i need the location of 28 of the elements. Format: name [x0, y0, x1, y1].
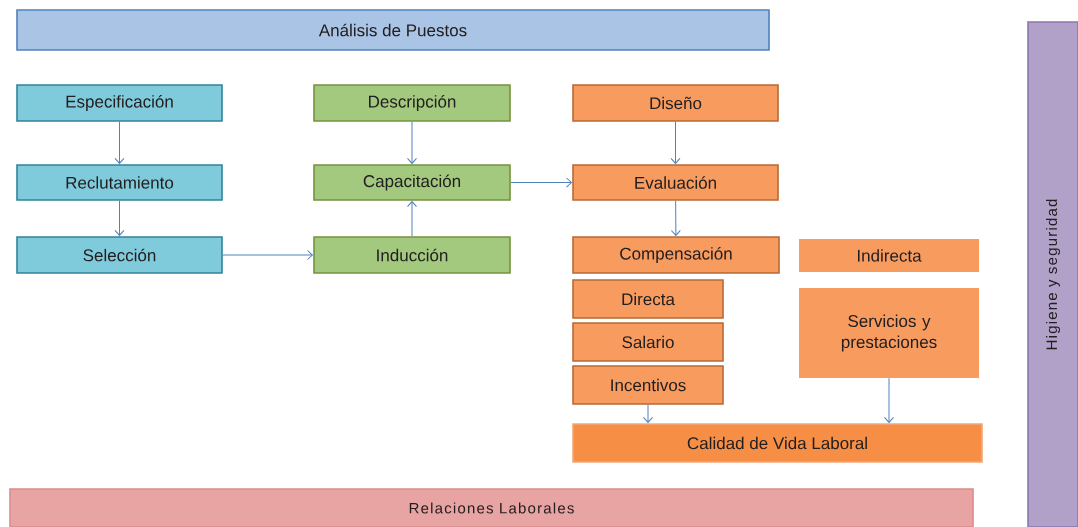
process-box: Servicios y prestaciones — [799, 288, 979, 378]
process-box: Compensación — [572, 236, 780, 274]
process-box: Capacitación — [313, 164, 511, 201]
process-box: Selección — [16, 236, 223, 274]
process-box: Directa — [572, 279, 724, 319]
arrow — [114, 121, 125, 164]
vertical-band: Higiene y seguridad — [1027, 21, 1078, 527]
arrow — [114, 200, 125, 236]
arrow — [407, 201, 417, 237]
process-box: Salario — [572, 322, 724, 362]
arrow — [670, 121, 681, 164]
process-box: Evaluación — [572, 164, 779, 201]
band: Relaciones Laborales — [9, 488, 974, 527]
arrow — [510, 177, 572, 188]
arrow — [222, 250, 313, 260]
process-box: Incentivos — [572, 365, 724, 405]
header-band: Análisis de Puestos — [16, 9, 770, 51]
arrow — [407, 121, 417, 164]
process-box: Inducción — [313, 236, 511, 274]
process-box: Indirecta — [799, 239, 979, 272]
arrow — [643, 404, 653, 423]
arrow — [884, 377, 894, 423]
process-box: Reclutamiento — [16, 164, 223, 201]
process-box: Especificación — [16, 84, 223, 122]
process-box: Calidad de Vida Laboral — [572, 423, 983, 463]
arrow — [670, 200, 681, 236]
process-box: Descripción — [313, 84, 511, 122]
process-box: Diseño — [572, 84, 779, 122]
